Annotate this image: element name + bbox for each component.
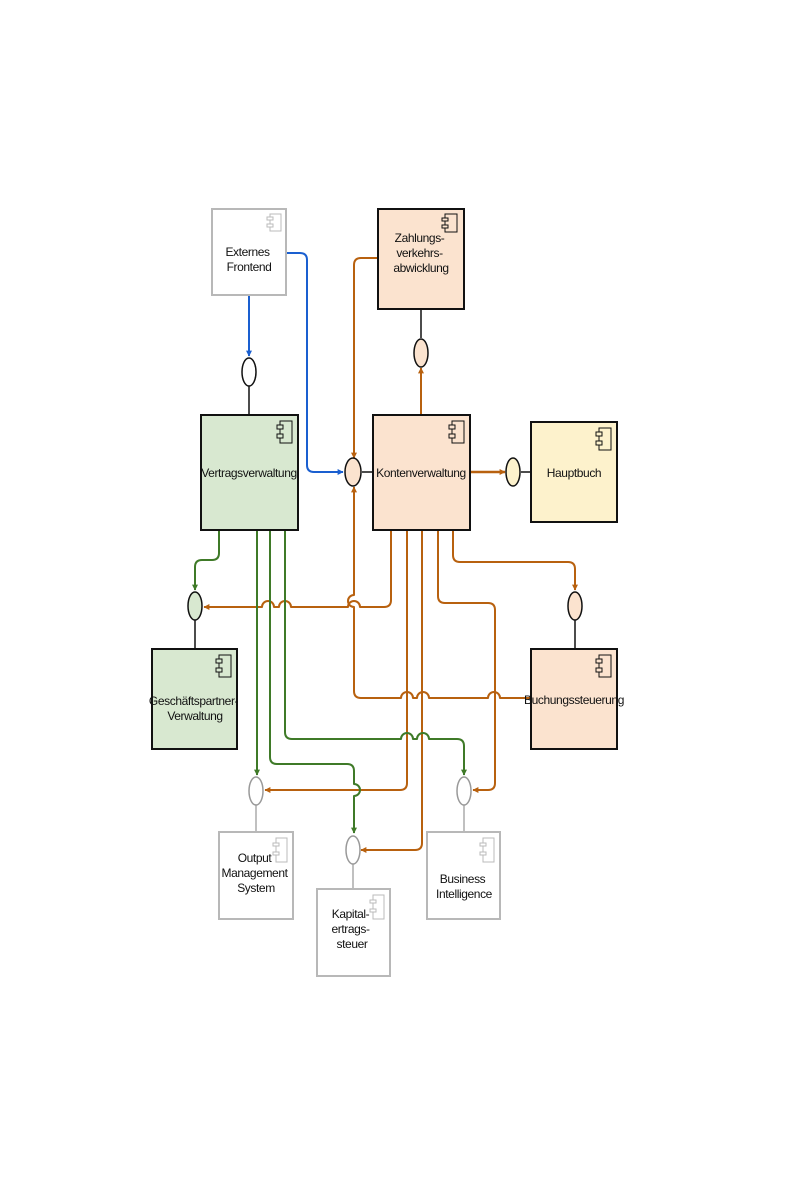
component-geschaeftspartner: Geschäftspartner- Verwaltung	[149, 648, 241, 750]
label-line: Verwaltung	[167, 709, 222, 723]
component-icon	[215, 654, 232, 678]
component-kontenverwaltung: Kontenverwaltung	[372, 414, 471, 531]
label-line: Frontend	[227, 260, 272, 274]
blue-connector-frontend-to-konten	[287, 252, 344, 475]
interface-partner	[187, 591, 203, 621]
interface-buchung	[567, 591, 583, 621]
label-line: ertrags-	[331, 922, 370, 936]
orange-connector-konten-to-output	[264, 530, 408, 793]
interface-output	[248, 776, 264, 806]
svg-text:Kontenverwaltung: Kontenverwaltung	[376, 466, 466, 480]
svg-text:Vertragsverwaltung: Vertragsverwaltung	[201, 466, 297, 480]
label-line: Vertragsverwaltung	[201, 466, 297, 480]
component-icon	[272, 837, 288, 863]
orange-connector-buchung-to-konten	[347, 486, 531, 699]
component-buchungssteuerung: Buchungssteuerung	[524, 648, 624, 750]
component-icon	[276, 420, 293, 444]
component-business-intelligence: Business Intelligence	[426, 831, 501, 920]
green-connector-vertrag-to-partner	[192, 530, 220, 591]
interface-hauptbuch	[505, 457, 521, 487]
interface-kapital	[345, 835, 361, 865]
component-vertragsverwaltung: Vertragsverwaltung	[200, 414, 299, 531]
svg-text:Geschäftspartner- Verw: Geschäftspartner- Verwaltung	[149, 694, 241, 723]
components: Externes Frontend Zahlungs- verkehrs- ab…	[149, 208, 624, 977]
component-hauptbuch: Hauptbuch	[530, 421, 618, 523]
label-line: steuer	[337, 937, 368, 951]
component-output-management: Output Management System	[218, 831, 294, 920]
connectors	[192, 252, 578, 889]
label-line: Intelligence	[436, 887, 493, 901]
green-connector-vertrag-to-kapital	[269, 530, 361, 834]
component-icon	[595, 654, 612, 678]
component-icon	[266, 213, 282, 232]
label-line: Externes	[225, 245, 270, 259]
label-line: Management	[222, 866, 289, 880]
label-line: Geschäftspartner-	[149, 694, 239, 708]
label-line: abwicklung	[393, 261, 448, 275]
svg-text:Externes Frontend: Externes Frontend	[225, 245, 272, 274]
component-icon	[595, 427, 612, 451]
interface-bi	[456, 776, 472, 806]
label-line: Kapital-	[332, 907, 370, 921]
orange-connector-zahlung-to-konten	[351, 257, 378, 459]
interface-zahlung	[413, 338, 429, 368]
label-line: Buchungssteuerung	[524, 693, 624, 707]
component-icon	[441, 213, 458, 233]
label-line: Kontenverwaltung	[376, 466, 466, 480]
interface-konten	[344, 457, 362, 487]
orange-connector-konten-to-buchung	[452, 530, 578, 591]
label-line: Hauptbuch	[547, 466, 601, 480]
svg-text:Zahlungs- verkehrs-: Zahlungs- verkehrs- abwicklung	[393, 231, 448, 275]
label-line: Zahlungs-	[395, 231, 445, 245]
label-line: verkehrs-	[396, 246, 443, 260]
component-icon	[479, 837, 495, 863]
interface-vertrag	[241, 357, 257, 387]
component-icon	[448, 420, 465, 444]
component-externes-frontend: Externes Frontend	[211, 208, 287, 296]
orange-connector-konten-to-kapital	[360, 530, 423, 853]
svg-text:Output Management: Output Management System	[222, 851, 291, 895]
label-line: System	[237, 881, 275, 895]
interfaces	[187, 338, 583, 865]
label-line: Output	[238, 851, 273, 865]
svg-text:Hauptbuch: Hauptbuch	[547, 466, 601, 480]
svg-text:Kapital- ertrags-: Kapital- ertrags- steuer	[331, 907, 372, 951]
svg-text:Buchungssteuerung: Buchungssteuerung	[524, 693, 624, 707]
svg-text:Business Intelligence: Business Intelligence	[436, 872, 493, 901]
orange-connector-konten-to-partner	[203, 530, 392, 610]
component-kapitalertragssteuer: Kapital- ertrags- steuer	[316, 888, 391, 977]
component-icon	[369, 894, 385, 920]
component-zahlungsverkehr: Zahlungs- verkehrs- abwicklung	[377, 208, 465, 310]
orange-connector-konten-to-bi	[437, 530, 496, 793]
label-line: Business	[440, 872, 486, 886]
green-connector-vertrag-to-bi	[284, 530, 467, 776]
